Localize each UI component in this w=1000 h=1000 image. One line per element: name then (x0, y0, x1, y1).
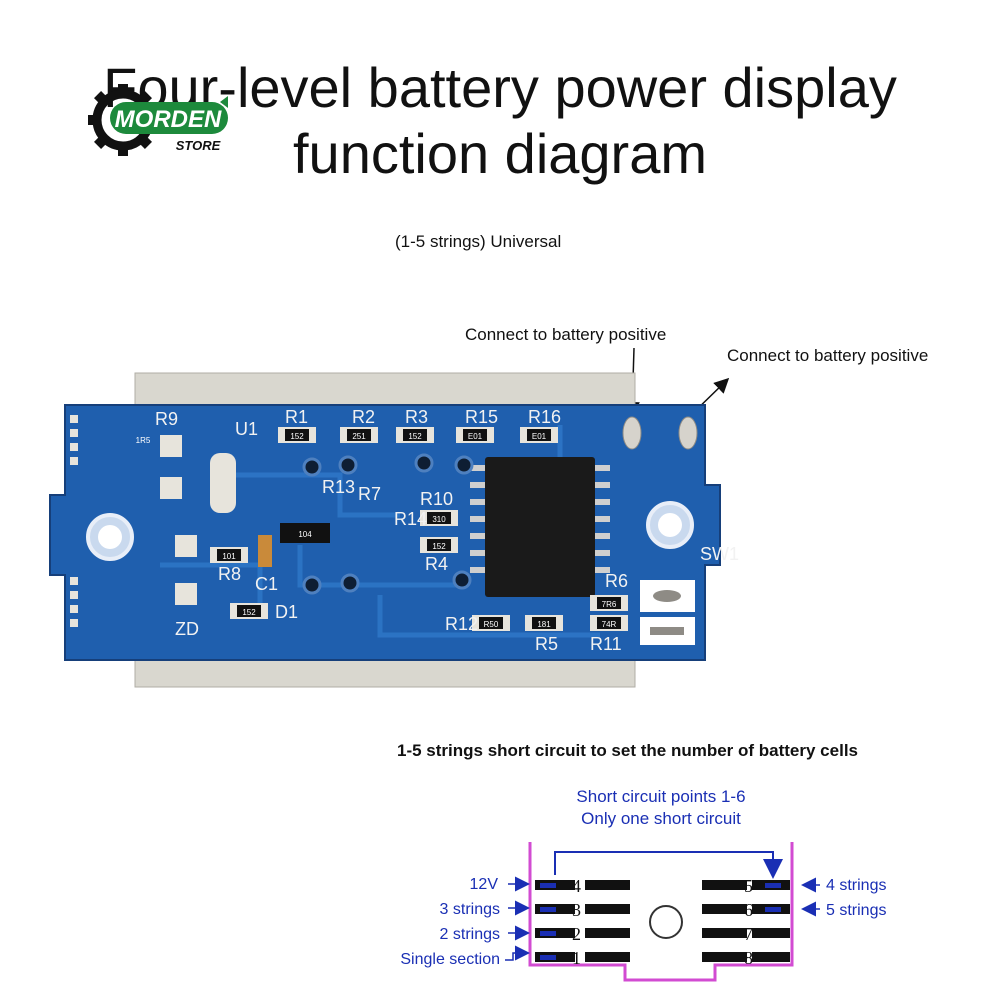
label-r2: R2 (352, 407, 375, 427)
label-12v: 12V (470, 876, 499, 893)
chip-code: 251 (352, 432, 366, 441)
board-outline (528, 842, 794, 982)
short-circuit-diagram: Short circuit points 1-6 Only one short … (400, 787, 886, 982)
center-hole (649, 905, 683, 939)
pad-number: 6 (744, 900, 753, 920)
label-r7: R7 (358, 484, 381, 504)
label-4-strings: 4 strings (826, 877, 886, 894)
label-r10: R10 (420, 489, 453, 509)
pad-number: 2 (572, 924, 581, 944)
chip-code: 152 (432, 542, 446, 551)
label-r16: R16 (528, 407, 561, 427)
label-r1: R1 (285, 407, 308, 427)
logo-text-sub: STORE (176, 138, 221, 153)
smd-resistors (210, 427, 628, 631)
ic-chip (485, 457, 595, 597)
regulator-u1 (210, 453, 236, 513)
label-sw1: SW1 (700, 544, 739, 564)
title-line-1: Four-level battery power display (103, 56, 897, 119)
label-r6: R6 (605, 571, 628, 591)
store-logo: MORDEN STORE (87, 82, 248, 162)
label-r14: R14 (394, 509, 427, 529)
label-5-strings: 5 strings (826, 902, 886, 919)
logo-text-main: MORDEN (115, 106, 222, 133)
label-r8: R8 (218, 564, 241, 584)
label-r13: R13 (322, 477, 355, 497)
label-2-strings: 2 strings (440, 926, 500, 943)
label-3-strings: 3 strings (440, 901, 500, 918)
chip-code: R50 (484, 620, 499, 629)
battery-pad-right (678, 416, 698, 450)
short-circuit-caption: 1-5 strings short circuit to set the num… (397, 741, 858, 760)
pad-number: 5 (744, 876, 753, 896)
gear-icon: MORDEN STORE (87, 84, 228, 156)
chip-code: 310 (432, 515, 446, 524)
pad-number: 1 (572, 948, 581, 968)
label-r11: R11 (590, 634, 622, 654)
label-r4: R4 (425, 554, 448, 574)
label-u1: U1 (235, 419, 258, 439)
positive-caption-right: Connect to battery positive (727, 346, 929, 365)
chip-code: 181 (537, 620, 551, 629)
pad-number: 8 (744, 948, 753, 968)
label-r12: R12 (445, 614, 478, 634)
label-r9: R9 (155, 409, 178, 429)
chip-code: 152 (408, 432, 422, 441)
pad-number: 4 (572, 876, 581, 896)
chip-code: 101 (222, 552, 236, 561)
label-single-section: Single section (400, 951, 500, 968)
chip-code: 152 (242, 608, 256, 617)
logo-arrow-icon (220, 96, 228, 108)
pcb-board: R9 U1 R1 R2 R3 R15 R16 R13 R7 R10 R14 R4… (49, 372, 739, 688)
label-r3: R3 (405, 407, 428, 427)
note-line-1: Short circuit points 1-6 (576, 787, 745, 806)
left-pad-grid (535, 880, 630, 962)
label-d1: D1 (275, 602, 298, 622)
title-line-2: function diagram (292, 122, 707, 185)
positive-caption-left: Connect to battery positive (465, 325, 667, 344)
chip-code: 7R6 (602, 600, 617, 609)
label-c1: C1 (255, 574, 278, 594)
note-line-2: Only one short circuit (581, 809, 741, 828)
label-r15: R15 (465, 407, 498, 427)
chip-code: 74R (602, 620, 617, 629)
chip-code: 1R5 (136, 436, 151, 445)
chip-code: E01 (532, 432, 547, 441)
universal-caption: (1-5 strings) Universal (395, 232, 562, 251)
pad-number: 7 (744, 924, 753, 944)
label-r5: R5 (535, 634, 558, 654)
label-zd: ZD (175, 619, 199, 639)
chip-code: 152 (290, 432, 304, 441)
page-title: Four-level battery power display functio… (0, 55, 1000, 187)
battery-pad-left (622, 416, 642, 450)
chip-code: 104 (298, 530, 312, 539)
short-link-bracket (554, 851, 783, 879)
pad-number: 3 (572, 900, 581, 920)
chip-code: E01 (468, 432, 483, 441)
